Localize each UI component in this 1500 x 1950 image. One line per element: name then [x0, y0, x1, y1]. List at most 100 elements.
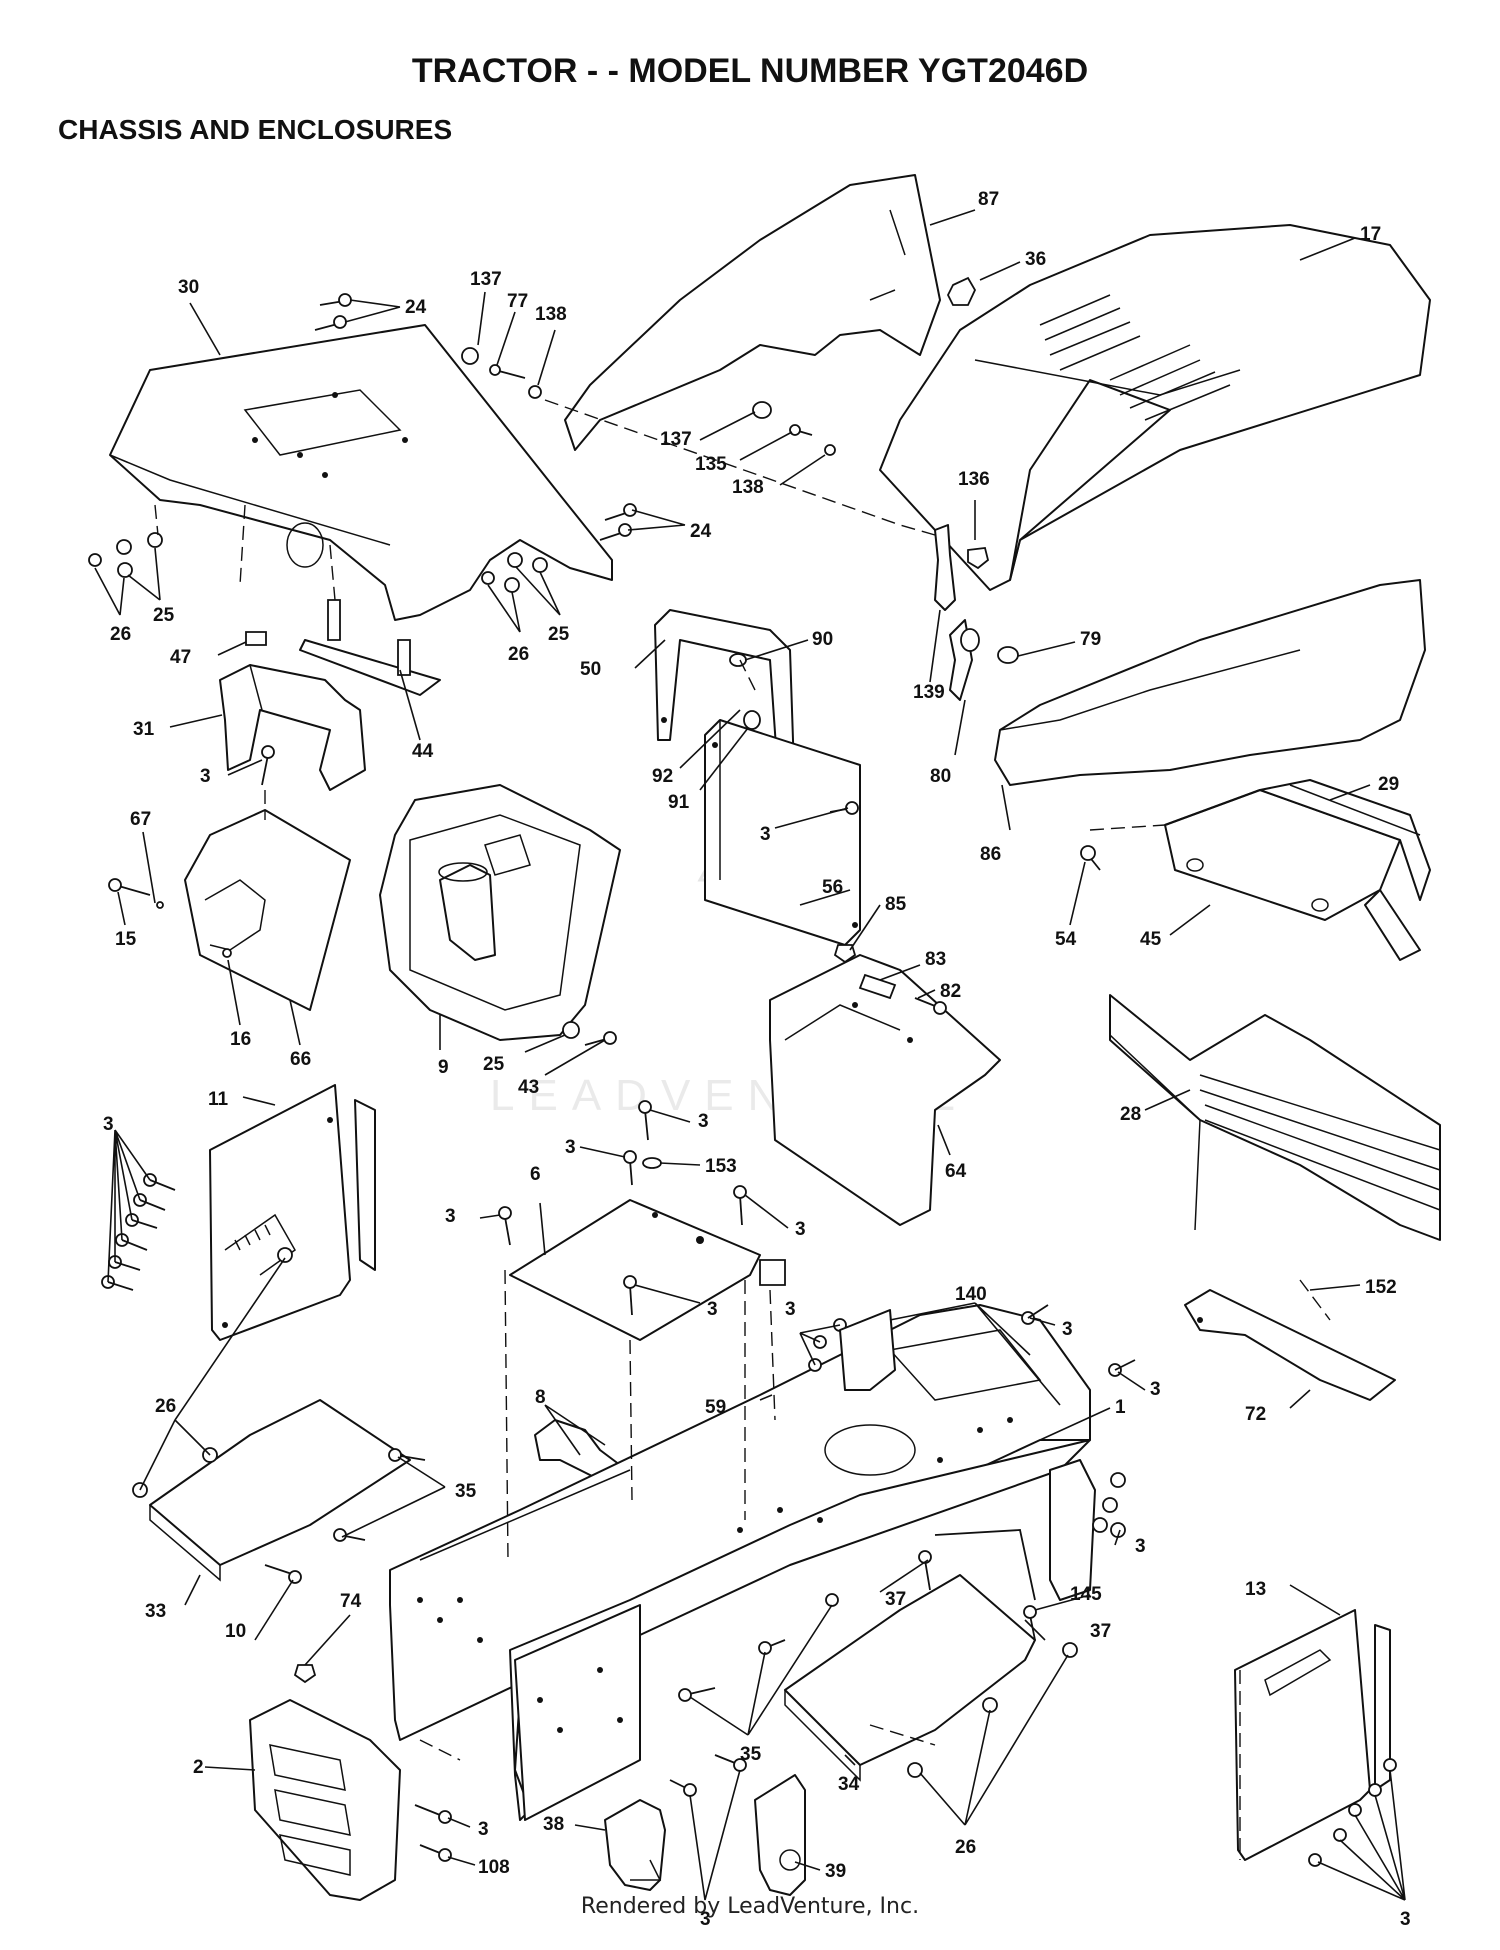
callout-50: 50	[580, 659, 601, 680]
callout-31: 31	[133, 719, 155, 740]
callout-82: 82	[940, 981, 961, 1002]
callout-25: 25	[483, 1054, 505, 1075]
part-39-bracket	[754, 1774, 806, 1896]
part-45-grille-support	[1164, 789, 1421, 961]
part-56-bracket	[704, 719, 861, 946]
callout-25: 25	[548, 624, 570, 645]
callout-29: 29	[1378, 774, 1399, 795]
part-34-right-footrest	[784, 1574, 1036, 1782]
hood-vents	[1039, 294, 1231, 421]
callout-79: 79	[1080, 629, 1101, 650]
callout-3: 3	[565, 1137, 576, 1158]
callout-3: 3	[707, 1299, 718, 1320]
callout-35: 35	[740, 1744, 762, 1765]
callout-87: 87	[978, 189, 999, 210]
callout-24: 24	[690, 521, 712, 542]
callout-47: 47	[170, 647, 191, 668]
callout-35: 35	[455, 1481, 477, 1502]
callout-38: 38	[543, 1814, 564, 1835]
assembly-lines	[154, 399, 1331, 1860]
callout-44: 44	[412, 741, 434, 762]
callout-152: 152	[1365, 1277, 1397, 1298]
callout-30: 30	[178, 277, 199, 298]
callout-26: 26	[955, 1837, 976, 1858]
part-2-front-panel	[249, 1699, 401, 1901]
callout-138: 138	[535, 304, 567, 325]
callout-39: 39	[825, 1861, 846, 1882]
part-1-main-frame	[389, 1304, 1091, 1821]
callout-92: 92	[652, 766, 673, 787]
callout-6: 6	[530, 1164, 541, 1185]
callout-15: 15	[115, 929, 137, 950]
callout-83: 83	[925, 949, 946, 970]
page-title: TRACTOR - - MODEL NUMBER YGT2046D	[411, 52, 1089, 90]
callout-24: 24	[405, 297, 427, 318]
part-87-left-hood-side	[564, 174, 941, 451]
callout-26: 26	[155, 1396, 176, 1417]
callout-54: 54	[1055, 929, 1077, 950]
callout-3: 3	[478, 1819, 489, 1840]
frame-holes	[417, 1417, 1013, 1733]
part-17-hood	[879, 224, 1431, 591]
part-11-left-panel	[209, 1084, 376, 1341]
callout-3: 3	[760, 824, 771, 845]
callout-3: 3	[445, 1206, 456, 1227]
part-28-grille	[1109, 994, 1441, 1241]
part-31-steering-bracket	[219, 664, 366, 791]
part-86-right-hood-side	[994, 579, 1426, 786]
part-30-dash-panel	[109, 324, 613, 621]
callout-3: 3	[698, 1111, 709, 1132]
callout-91: 91	[668, 792, 690, 813]
callout-3: 3	[1135, 1536, 1146, 1557]
callout-56: 56	[822, 877, 843, 898]
callout-64: 64	[945, 1161, 967, 1182]
callout-28: 28	[1120, 1104, 1141, 1125]
callout-17: 17	[1360, 224, 1381, 245]
callout-13: 13	[1245, 1579, 1266, 1600]
part-66-shroud	[184, 809, 351, 1011]
callout-3: 3	[1062, 1319, 1073, 1340]
callout-8: 8	[535, 1387, 546, 1408]
callout-26: 26	[110, 624, 131, 645]
callout-80: 80	[930, 766, 951, 787]
callout-137: 137	[660, 429, 692, 450]
callout-2: 2	[193, 1757, 204, 1778]
callout-26: 26	[508, 644, 529, 665]
callout-136: 136	[958, 469, 990, 490]
callout-139: 139	[913, 682, 945, 703]
callout-11: 11	[208, 1089, 229, 1110]
part-72-plate	[1184, 1289, 1396, 1401]
callout-153: 153	[705, 1156, 737, 1177]
part-6-cover-plate	[509, 1199, 761, 1341]
callout-33: 33	[145, 1601, 166, 1622]
callout-37: 37	[885, 1589, 906, 1610]
part-38-bracket	[604, 1799, 666, 1891]
hardware-fasteners	[88, 276, 1397, 1867]
part-9-console	[379, 784, 621, 1041]
section-title: CHASSIS AND ENCLOSURES	[58, 114, 453, 145]
callout-85: 85	[885, 894, 907, 915]
callout-16: 16	[230, 1029, 251, 1050]
callout-86: 86	[980, 844, 1001, 865]
callout-3: 3	[785, 1299, 796, 1320]
callout-34: 34	[838, 1774, 860, 1795]
callout-37: 37	[1090, 1621, 1111, 1642]
callout-3: 3	[700, 1909, 711, 1930]
callout-3: 3	[1150, 1379, 1161, 1400]
callout-90: 90	[812, 629, 833, 650]
callout-numbers: 87 17 36 30 24 137 77 138 137 135 138 13…	[103, 189, 1411, 1930]
callout-45: 45	[1140, 929, 1162, 950]
callout-137: 137	[470, 269, 502, 290]
part-13-right-panel	[1234, 1609, 1391, 1861]
callout-1: 1	[1115, 1397, 1126, 1418]
callout-3: 3	[795, 1219, 806, 1240]
callout-36: 36	[1025, 249, 1046, 270]
callout-72: 72	[1245, 1404, 1266, 1425]
callout-3: 3	[200, 766, 211, 787]
callout-66: 66	[290, 1049, 311, 1070]
callout-9: 9	[438, 1057, 449, 1078]
footer-credit: Rendered by LeadVenture, Inc.	[580, 1894, 920, 1919]
callout-43: 43	[518, 1077, 539, 1098]
